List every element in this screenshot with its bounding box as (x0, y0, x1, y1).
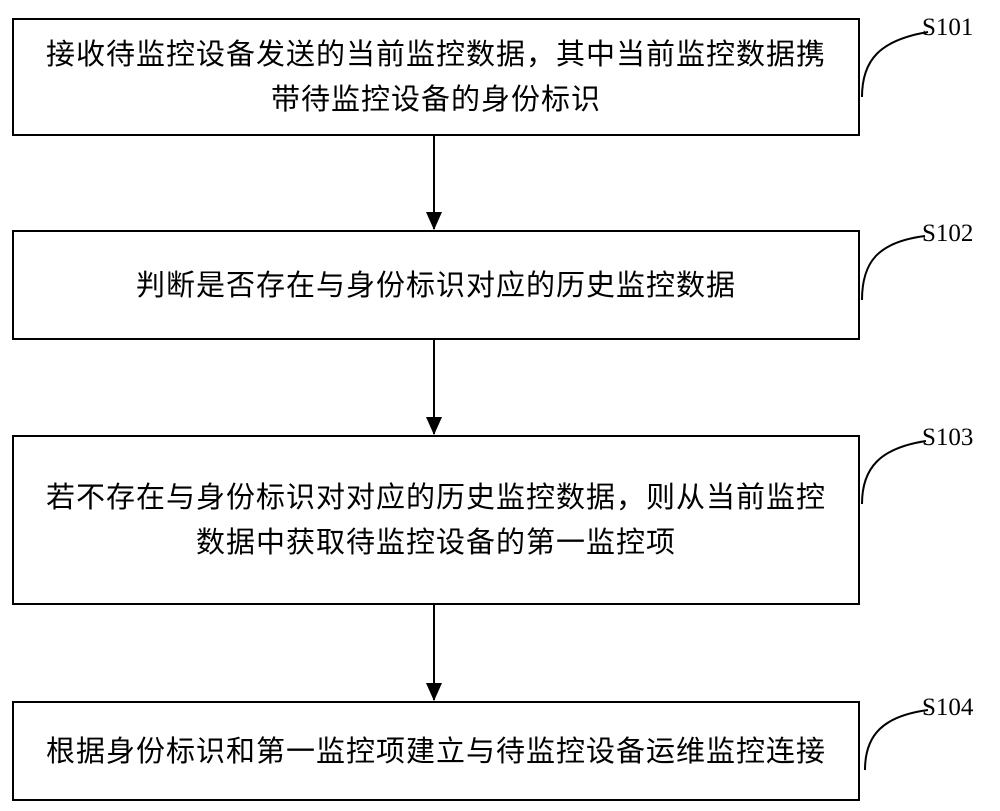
step-box-s102: 判断是否存在与身份标识对应的历史监控数据 (12, 230, 860, 340)
arrowhead-s103 (426, 417, 442, 435)
step-box-s103: 若不存在与身份标识对对应的历史监控数据，则从当前监控数据中获取待监控设备的第一监… (12, 435, 860, 605)
leader-s102 (861, 235, 926, 301)
leader-s104 (864, 709, 929, 771)
step-text-s102: 判断是否存在与身份标识对应的历史监控数据 (135, 267, 736, 302)
step-label-s101: S101 (922, 14, 974, 41)
step-label-s102: S102 (922, 220, 974, 247)
step-box-s104: 根据身份标识和第一监控项建立与待监控设备运维监控连接 (12, 701, 860, 801)
leader-s103 (861, 440, 927, 505)
step-text-s104: 根据身份标识和第一监控项建立与待监控设备运维监控连接 (45, 733, 826, 768)
step-label-s104: S104 (922, 694, 974, 721)
step-label-s103: S103 (922, 424, 974, 451)
step-text-s101: 接收待监控设备发送的当前监控数据，其中当前监控数据携带待监控设备的身份标识 (45, 37, 826, 116)
step-box-s101: 接收待监控设备发送的当前监控数据，其中当前监控数据携带待监控设备的身份标识 (12, 18, 860, 136)
leader-s101 (861, 31, 929, 98)
arrowhead-s104 (426, 683, 442, 701)
arrowhead-s102 (426, 212, 442, 230)
step-text-s103: 若不存在与身份标识对对应的历史监控数据，则从当前监控数据中获取待监控设备的第一监… (45, 480, 826, 559)
